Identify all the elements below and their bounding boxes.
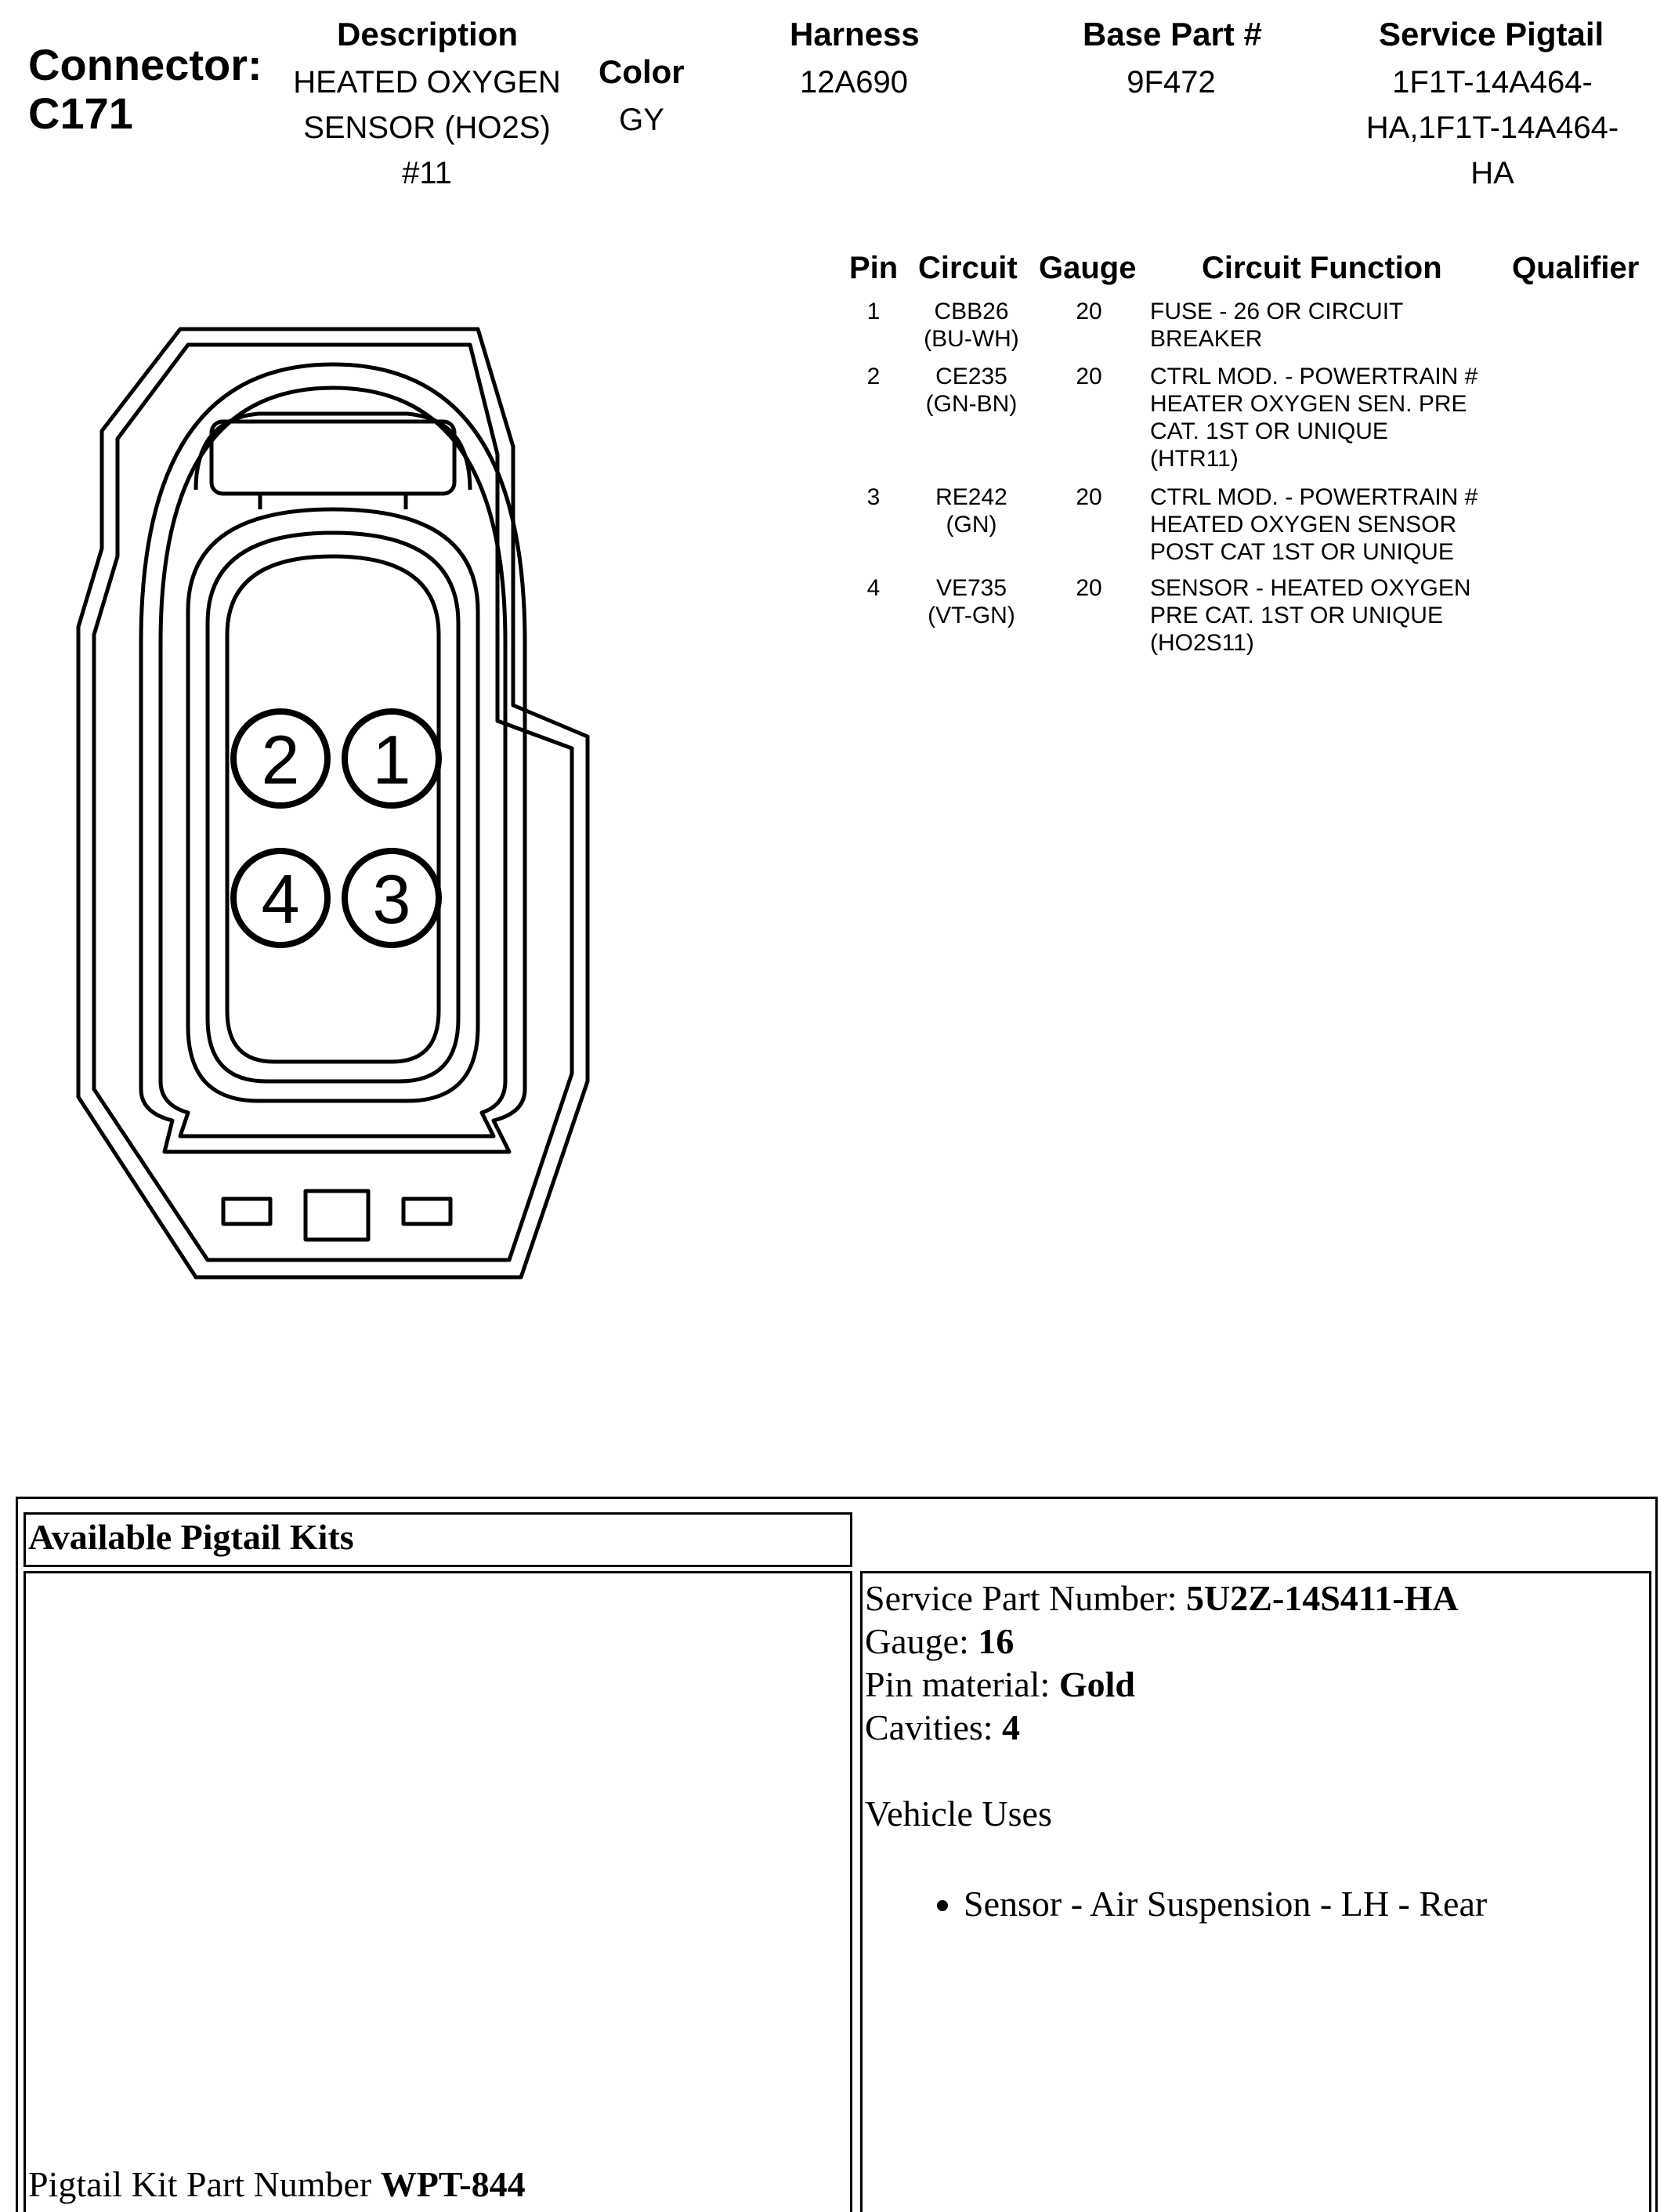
bottom-tab-right: [401, 1197, 453, 1226]
description-label: Description: [337, 16, 519, 52]
connector-latch-window: [209, 419, 457, 496]
pin-gauge: 20: [1076, 575, 1102, 601]
pin-number-3: 3: [373, 860, 411, 938]
pigtail-kit-number: Pigtail Kit Part Number WPT-844: [28, 2164, 526, 2204]
pin-gauge: 20: [1076, 364, 1102, 389]
list-item: Sensor - Air Suspension - LH - Rear: [964, 1882, 1640, 1925]
pin-function: CTRL MOD. - POWERTRAIN # HEATER OXYGEN S…: [1150, 364, 1478, 472]
pigtail-section-title: Available Pigtail Kits: [28, 1517, 354, 1557]
pigtail-spec: Service Part Number: 5U2Z-14S411-HA Gaug…: [865, 1577, 1640, 1925]
pin-number-1: 1: [373, 721, 411, 798]
pin-gauge: 20: [1076, 484, 1102, 510]
pin-circuit: VE735 (VT-GN): [928, 575, 1015, 628]
table-row: 3: [866, 484, 881, 510]
connector-ridge-inner: [158, 386, 508, 1139]
vehicle-uses-list: Sensor - Air Suspension - LH - Rear: [865, 1882, 1640, 1925]
connector-id: C171: [28, 89, 133, 138]
connector-housing-inner-line: [92, 342, 574, 1262]
vehicle-uses-label: Vehicle Uses: [865, 1794, 1052, 1834]
service-pigtail-value: 1F1T-14A464- HA,1F1T-14A464- HA: [1365, 65, 1619, 190]
connector-outer-housing: [76, 327, 590, 1280]
service-pigtail-label: Service Pigtail: [1379, 16, 1604, 52]
description-value: HEATED OXYGEN SENSOR (HO2S) #11: [293, 65, 561, 190]
pin-function: SENSOR - HEATED OXYGEN PRE CAT. 1ST OR U…: [1150, 575, 1471, 656]
pin-circuit: CE235 (GN-BN): [925, 364, 1018, 417]
base-part-label: Base Part #: [1083, 16, 1262, 52]
spec-pin-material: Pin material: Gold: [865, 1664, 1135, 1704]
pigtail-title-box: [24, 1512, 852, 1567]
color-label: Color: [599, 53, 685, 90]
harness-value: 12A690: [800, 65, 908, 100]
pin-cavity-3: [342, 848, 442, 948]
color-value: GY: [619, 103, 664, 137]
bottom-tab-center: [303, 1189, 371, 1242]
connector-cavity-seal: [186, 507, 480, 1103]
circuit-header: Circuit: [918, 251, 1018, 285]
pin-function: FUSE - 26 OR CIRCUIT BREAKER: [1150, 299, 1404, 352]
spec-cavities: Cavities: 4: [865, 1707, 1021, 1747]
base-part-value: 9F472: [1127, 65, 1216, 100]
table-row: 2: [866, 364, 881, 389]
gauge-header: Gauge: [1039, 251, 1137, 285]
spec-gauge: Gauge: 16: [865, 1621, 1015, 1661]
pin-cavity-4: [230, 848, 331, 948]
pigtail-outer-box: [16, 1497, 1658, 2212]
connector-label: Connector:: [28, 40, 262, 89]
pin-number-4: 4: [262, 860, 300, 938]
connector-face-diagram: 2 1 4 3: [76, 327, 590, 1280]
service-part-number: Service Part Number: 5U2Z-14S411-HA: [865, 1578, 1459, 1618]
connector-cavity-wall: [205, 530, 461, 1084]
connector-cavity-face: [225, 554, 441, 1064]
bottom-tab-left: [221, 1197, 273, 1226]
connector-ridge: [139, 362, 527, 1154]
connector-latch: [194, 411, 472, 491]
pin-gauge: 20: [1076, 299, 1102, 324]
circuit-function-header: Circuit Function: [1202, 251, 1442, 285]
pin-number-2: 2: [262, 721, 300, 798]
connector-title: Connector: C171: [28, 41, 262, 138]
pin-circuit: CBB26 (BU-WH): [924, 299, 1019, 352]
qualifier-header: Qualifier: [1512, 251, 1640, 285]
table-row: 1: [866, 299, 881, 324]
pin-cavity-1: [342, 708, 442, 809]
table-row: 4: [866, 575, 881, 601]
pin-header: Pin: [849, 251, 899, 285]
harness-label: Harness: [790, 16, 920, 52]
pin-circuit: RE242 (GN): [935, 484, 1007, 538]
pigtail-spec-box: [860, 1571, 1651, 2212]
pigtail-kit-box: [24, 1571, 852, 2212]
pin-cavity-2: [230, 708, 331, 809]
pin-function: CTRL MOD. - POWERTRAIN # HEATED OXYGEN S…: [1150, 484, 1478, 565]
